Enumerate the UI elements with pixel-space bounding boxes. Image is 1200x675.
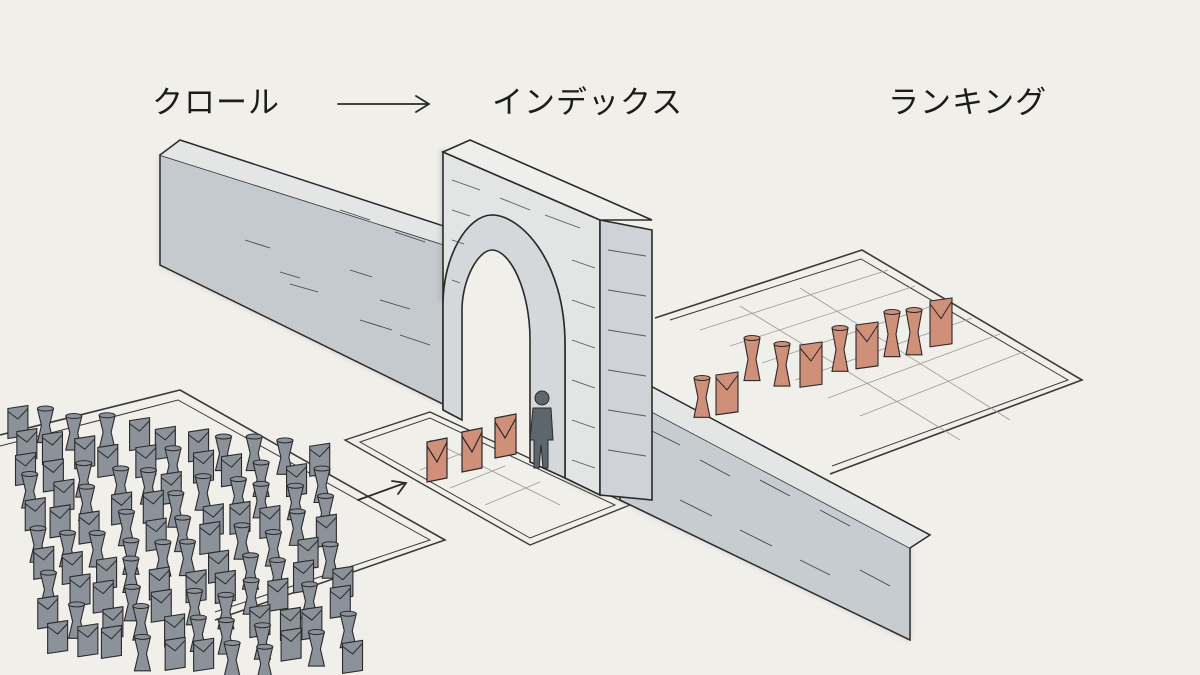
envelope-document-icon: [164, 636, 186, 671]
scroll-document-icon: [117, 508, 136, 547]
scroll-document-icon: [223, 639, 241, 675]
scroll-document-icon: [831, 325, 849, 372]
up-right-arrow-icon: [357, 480, 408, 501]
scroll-document-icon: [905, 307, 923, 356]
person-icon: [529, 390, 554, 469]
scroll-document-icon: [743, 335, 761, 382]
envelope-document-icon: [855, 321, 879, 370]
envelope-document-icon: [142, 489, 164, 524]
scroll-document-icon: [133, 633, 152, 672]
scroll-document-icon: [242, 577, 260, 615]
scroll-document-icon: [773, 341, 791, 387]
envelope-document-icon: [494, 413, 517, 459]
scroll-document-icon: [693, 375, 711, 418]
right-arrow-icon: [337, 95, 431, 113]
envelope-document-icon: [426, 437, 448, 483]
envelope-document-icon: [199, 520, 221, 556]
scroll-document-icon: [98, 412, 116, 450]
scroll-document-icon: [307, 629, 326, 667]
envelope-document-icon: [69, 573, 91, 608]
crawl-label: クロール: [152, 85, 280, 121]
envelope-document-icon: [929, 297, 953, 348]
envelope-document-icon: [193, 637, 215, 672]
scroll-document-icon: [321, 541, 339, 579]
crawled-documents: [7, 404, 364, 675]
envelope-document-icon: [267, 577, 289, 612]
left-wall: [159, 139, 464, 407]
scroll-document-icon: [883, 309, 901, 358]
scroll-document-icon: [255, 643, 274, 675]
envelope-document-icon: [799, 341, 823, 388]
scroll-document-icon: [233, 522, 251, 560]
scroll-document-icon: [178, 538, 197, 577]
envelope-document-icon: [77, 623, 99, 658]
scroll-document-icon: [194, 473, 212, 511]
envelope-document-icon: [100, 624, 122, 660]
envelope-document-icon: [47, 619, 69, 655]
ranked-documents: [693, 297, 953, 418]
envelope-document-icon: [53, 478, 75, 513]
scroll-document-icon: [132, 603, 150, 641]
ranking-label: ランキング: [888, 85, 1048, 121]
envelope-document-icon: [461, 427, 483, 473]
index-label: インデックス: [492, 85, 684, 121]
scroll-document-icon: [288, 508, 306, 546]
envelope-document-icon: [715, 371, 739, 416]
envelope-document-icon: [341, 639, 364, 675]
index-queue: [426, 413, 517, 483]
envelope-document-icon: [280, 627, 302, 662]
right-wall: [619, 382, 932, 642]
